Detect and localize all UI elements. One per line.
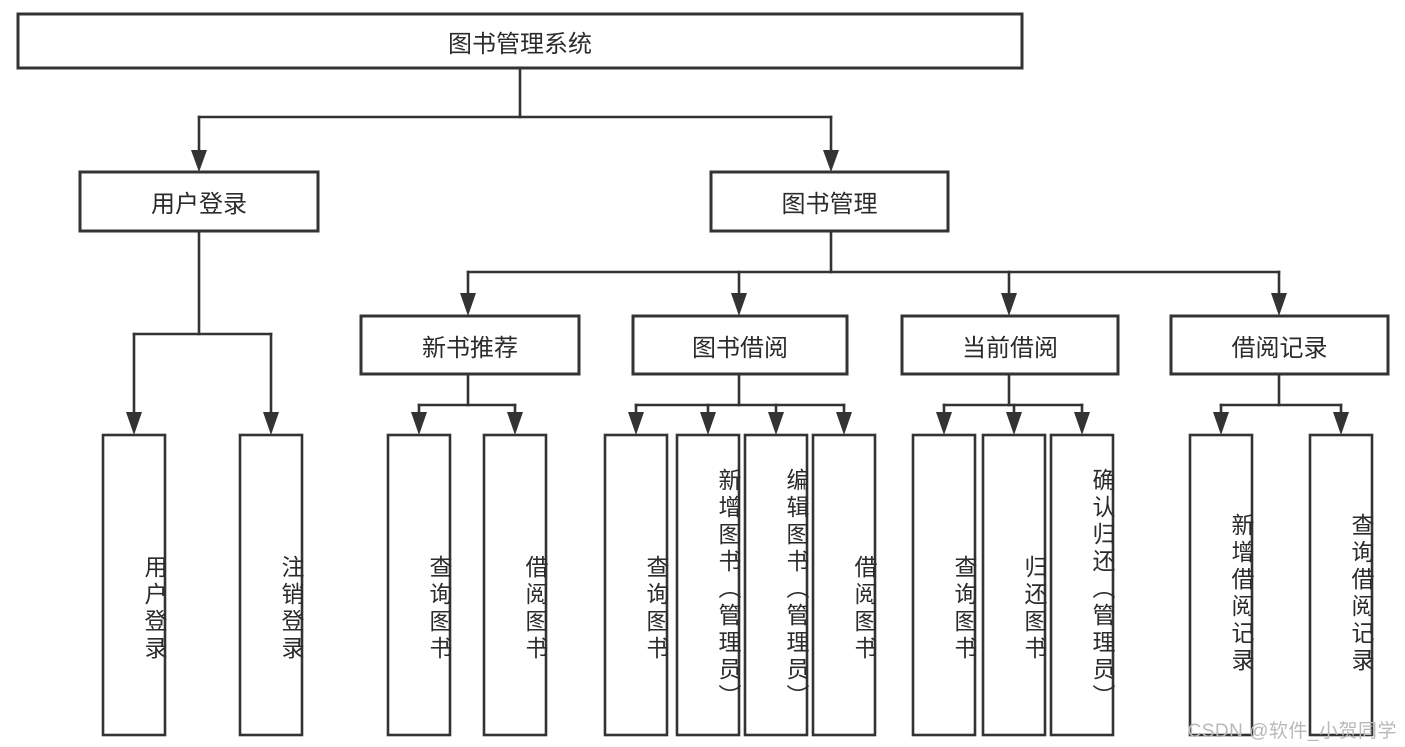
leaf-box-query-book-nb[interactable] xyxy=(386,433,452,737)
arrowhead-br-1 xyxy=(628,412,644,435)
watermark-text: CSDN @软件_小贺同学 xyxy=(1187,721,1397,742)
connectors-current-borrow-to-leaves xyxy=(936,372,1090,435)
leaf-box-borrow-book-br[interactable] xyxy=(811,433,877,737)
arrowhead-cb-3 xyxy=(1074,412,1090,435)
arrowhead-rec-2 xyxy=(1333,412,1349,435)
leaf-box-query-book-br[interactable] xyxy=(603,433,669,737)
connectors-new-book-to-leaves xyxy=(411,372,523,435)
arrowhead-cb-2 xyxy=(1006,412,1022,435)
arrowhead-br-2 xyxy=(700,412,716,435)
arrowhead-new-book xyxy=(460,293,476,316)
arrowhead-book-mgmt xyxy=(823,150,839,172)
leaf-box-logout[interactable] xyxy=(238,433,304,737)
arrowhead-borrow-record xyxy=(1271,293,1287,316)
connectors-borrow-record-to-leaves xyxy=(1213,372,1349,435)
arrowhead-current-borrow xyxy=(1001,293,1017,316)
arrowhead-rec-1 xyxy=(1213,412,1229,435)
arrowhead-cb-1 xyxy=(936,412,952,435)
leaf-box-user-login[interactable] xyxy=(101,433,167,737)
arrowhead-nb-2 xyxy=(507,412,523,435)
node-box-book-management[interactable] xyxy=(709,170,950,233)
leaf-box-confirm-return-admin[interactable] xyxy=(1049,433,1115,737)
node-box-root[interactable] xyxy=(16,12,1024,70)
leaf-box-borrow-book-nb[interactable] xyxy=(482,433,548,737)
node-box-book-borrow[interactable] xyxy=(631,314,849,376)
arrowhead-nb-1 xyxy=(411,412,427,435)
arrowhead-br-3 xyxy=(768,412,784,435)
connectors-book-mgmt-to-level3 xyxy=(460,229,1287,316)
leaf-box-edit-book-admin[interactable] xyxy=(743,433,809,737)
node-box-current-borrow[interactable] xyxy=(900,314,1120,376)
arrowhead-br-4 xyxy=(836,412,852,435)
leaf-box-query-borrow-record[interactable] xyxy=(1308,433,1374,737)
arrowhead-user-login xyxy=(191,150,207,172)
node-box-borrow-record[interactable] xyxy=(1169,314,1390,376)
leaf-box-query-book-cb[interactable] xyxy=(911,433,977,737)
leaf-box-add-book-admin[interactable] xyxy=(675,433,741,737)
connectors-borrow-to-leaves xyxy=(628,372,852,435)
leaf-box-return-book[interactable] xyxy=(981,433,1047,737)
node-box-new-book-recommend[interactable] xyxy=(359,314,581,376)
leaf-box-add-borrow-record[interactable] xyxy=(1188,433,1254,737)
connectors-root-to-level2 xyxy=(191,66,839,172)
arrowhead-leaf-logout xyxy=(263,412,279,435)
connectors-user-login-to-leaves xyxy=(126,229,279,435)
node-box-user-login[interactable] xyxy=(78,170,320,233)
arrowhead-borrow xyxy=(731,293,747,316)
arrowhead-leaf-user-login xyxy=(126,412,142,435)
